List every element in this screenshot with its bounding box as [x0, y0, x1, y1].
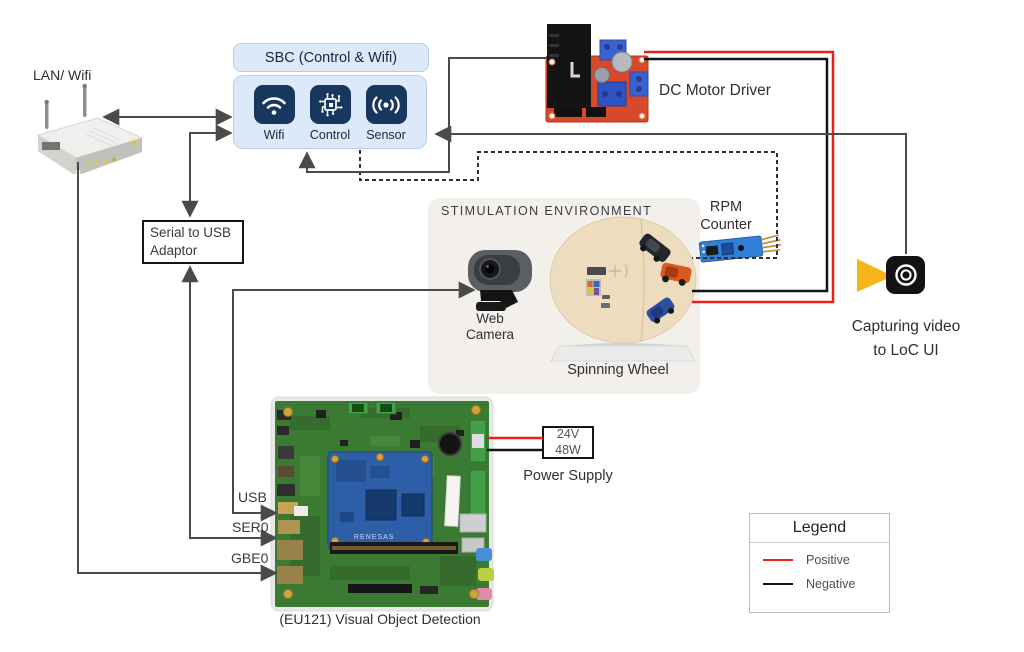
sensor-label: Sensor	[366, 128, 406, 142]
broadcast-icon	[372, 95, 400, 114]
sbc-box: Wifi Control	[233, 75, 427, 149]
wire-negative-motor	[644, 57, 829, 293]
wire-sbc-serial-adaptor	[181, 124, 233, 218]
capture-label-line1: Capturing video	[851, 318, 961, 335]
chip-circuit-icon	[319, 92, 343, 116]
positive-label: Positive	[806, 553, 850, 567]
spinning-wheel-image	[549, 216, 697, 362]
spinning-wheel-label: Spinning Wheel	[567, 362, 669, 378]
renesas-brand-text: RENESAS	[354, 534, 394, 541]
power-supply-box: 24V 48W	[542, 426, 594, 459]
control-label: Control	[309, 128, 351, 142]
dashed-rpm-sbc-link	[359, 150, 778, 259]
wifi-label: Wifi	[263, 128, 285, 142]
rpm-counter-label: RPM Counter	[700, 198, 752, 234]
wire-serial-adaptor-ser0	[181, 265, 278, 547]
toy-car-blue	[646, 297, 675, 324]
positive-line-swatch	[763, 559, 793, 561]
power-supply-label: Power Supply	[523, 468, 613, 484]
stimulation-title: STIMULATION ENVIRONMENT	[441, 204, 653, 218]
capture-video-label: Capturing video to LoC UI	[852, 315, 961, 363]
port-label-ser0: SER0	[232, 519, 269, 535]
legend-title: Legend	[792, 519, 847, 536]
serial-usb-adaptor-box: Serial to USB Adaptor	[142, 220, 244, 264]
capture-label-line2: to LoC UI	[873, 342, 939, 360]
sbc-module-control: Control	[303, 85, 357, 148]
sbc-module-sensor: Sensor	[359, 85, 413, 148]
legend-row-negative: Negative	[750, 577, 889, 591]
dc-motor-driver-label: DC Motor Driver	[659, 82, 771, 99]
port-label-gbe0: GBE0	[231, 550, 269, 566]
legend-row-positive: Positive	[750, 553, 889, 567]
psu-wattage: 48W	[555, 442, 581, 457]
dc-motor-driver-image	[545, 24, 649, 123]
sensor-tile	[365, 85, 407, 124]
video-camera-icon	[857, 256, 925, 294]
board-caption: (EU121) Visual Object Detection	[279, 611, 481, 627]
adaptor-label-line2: Adaptor	[150, 242, 198, 258]
wire-router-gbe0	[77, 162, 278, 582]
sbc-module-wifi: Wifi	[247, 85, 301, 148]
rpm-label-line1: RPM	[709, 199, 743, 215]
wire-motordriver-sbc	[298, 57, 547, 173]
legend-box: Legend Positive Negative	[749, 513, 890, 613]
negative-line-swatch	[763, 583, 793, 585]
legend-divider	[750, 542, 889, 543]
sbc-title: SBC (Control & Wifi)	[233, 43, 429, 72]
wifi-tile	[253, 85, 295, 124]
web-camera-label-line1: Web	[476, 311, 504, 326]
rpm-label-line2: Counter	[700, 217, 752, 234]
web-camera-label: Web Camera	[466, 311, 514, 343]
toy-car-orange	[660, 262, 692, 286]
wire-positive-motor	[644, 50, 835, 304]
psu-voltage: 24V	[556, 426, 580, 441]
control-tile	[309, 85, 351, 124]
negative-label: Negative	[806, 577, 856, 591]
toy-car-black	[639, 233, 671, 262]
port-label-usb: USB	[238, 489, 267, 505]
adaptor-label-line1: Serial to USB	[150, 225, 232, 240]
wire-camera-sbc	[434, 125, 907, 254]
web-camera-image	[468, 250, 532, 311]
router-label: LAN/ Wifi	[33, 67, 92, 83]
web-camera-label-line2: Camera	[465, 326, 515, 342]
wifi-icon	[262, 96, 286, 115]
wire-webcam-usb	[232, 281, 476, 522]
